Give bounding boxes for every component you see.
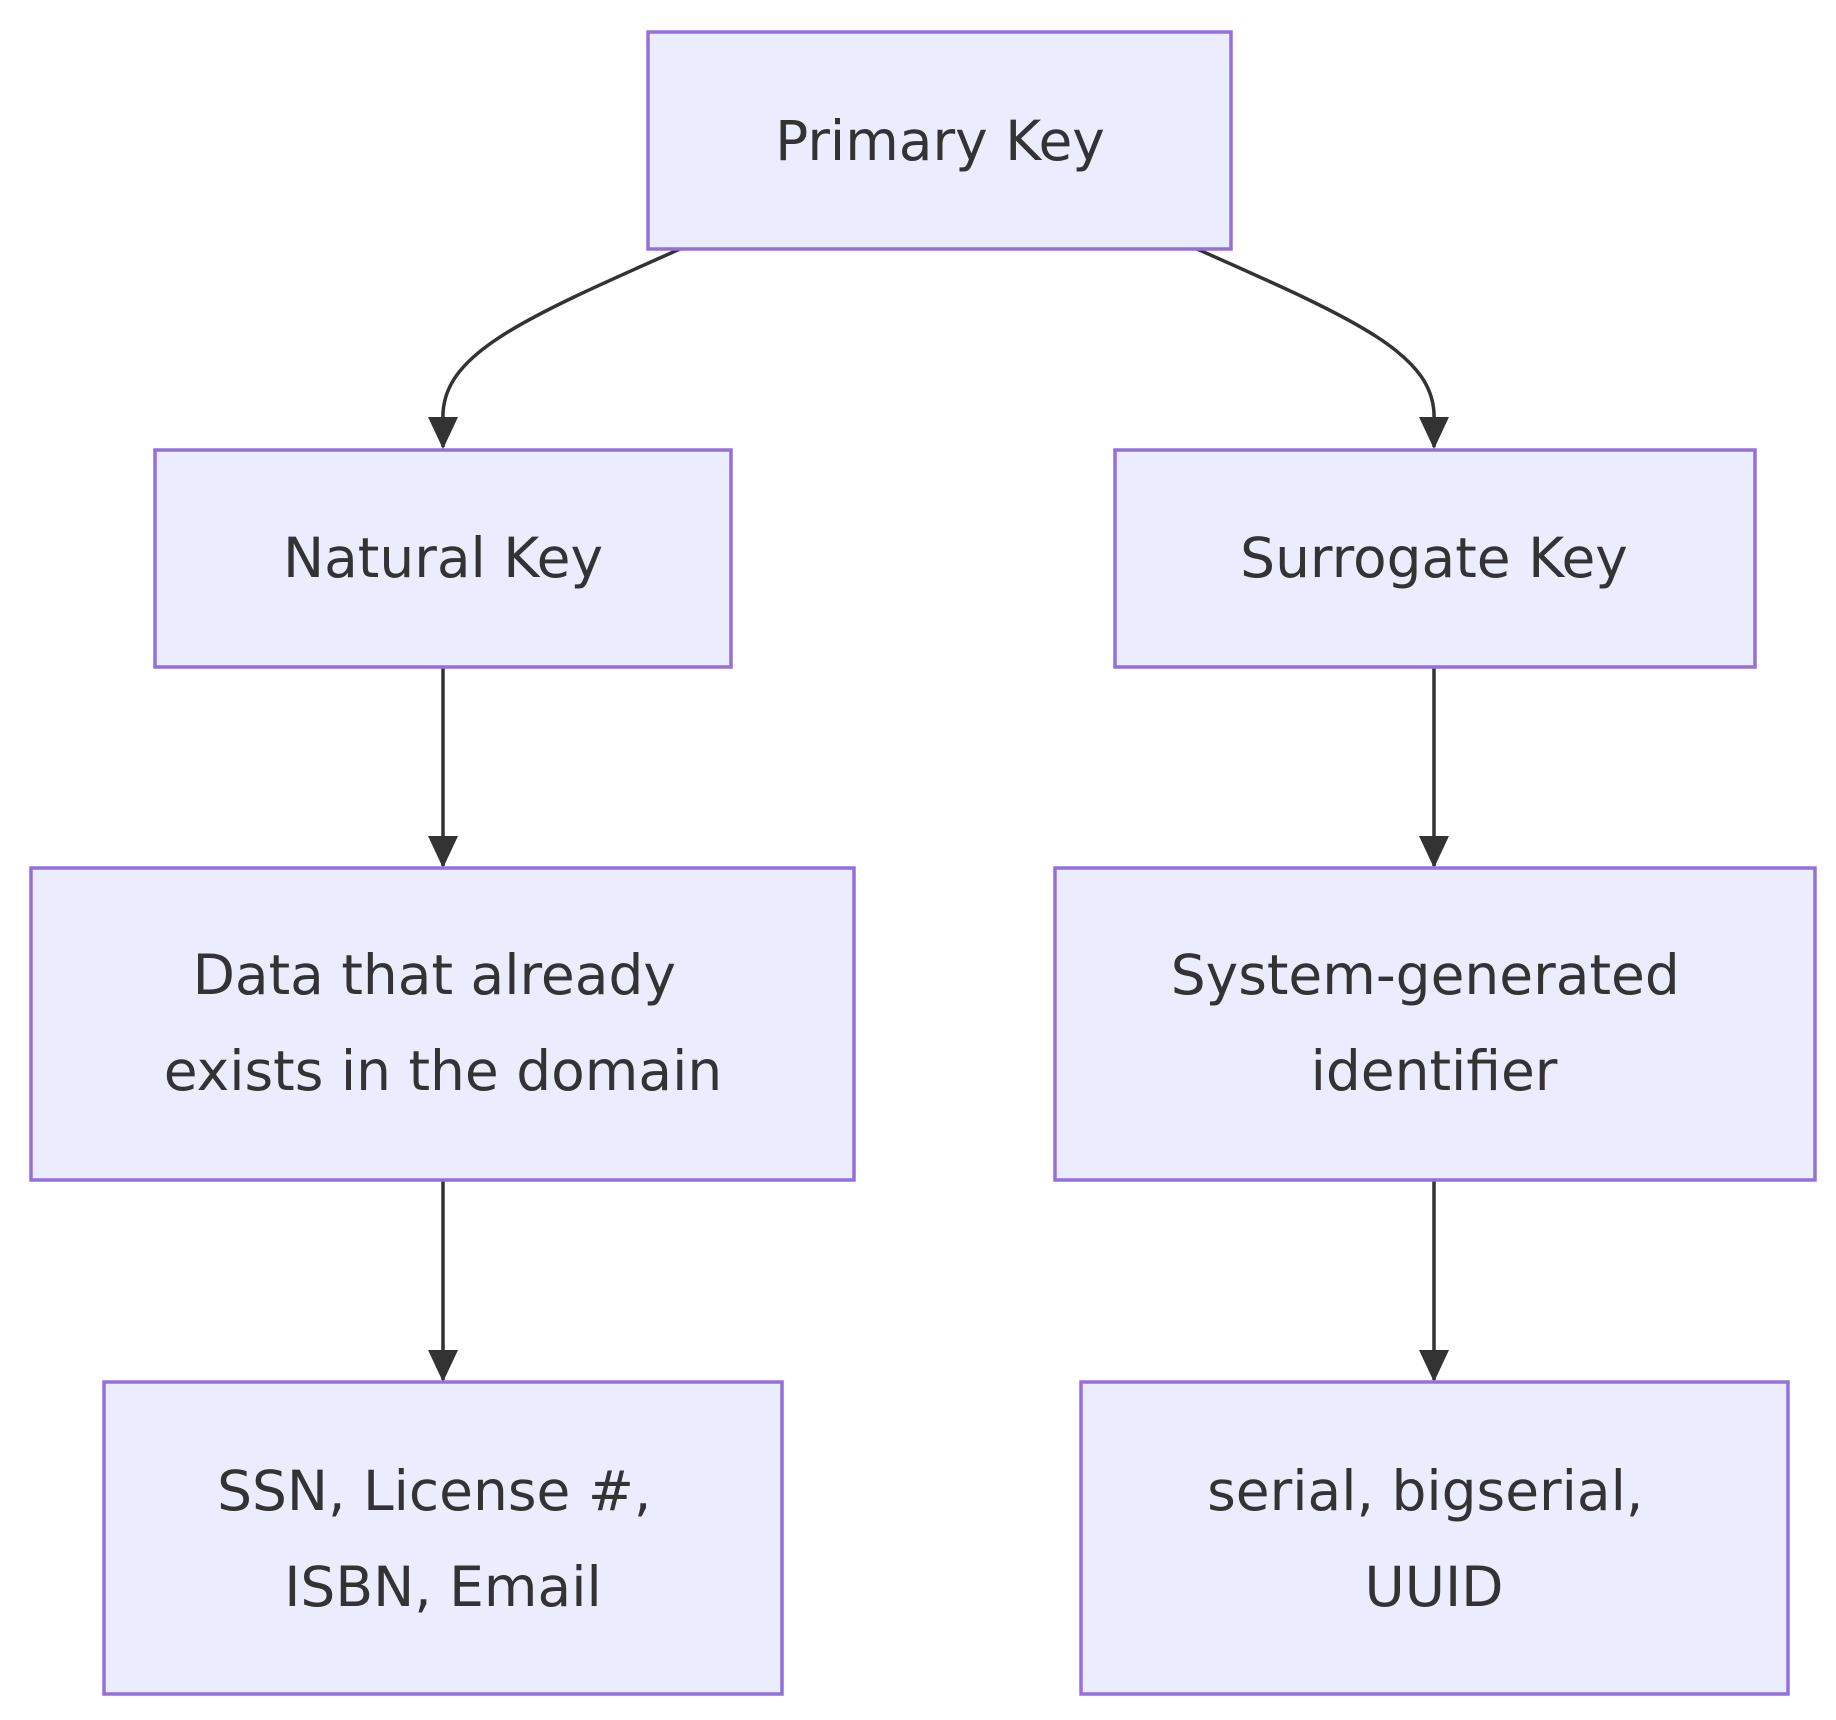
node-label: Natural Key: [283, 526, 603, 590]
node-surrogate-key: Surrogate Key: [1113, 448, 1757, 669]
node-label-line-2: exists in the domain: [164, 1039, 722, 1103]
node-label-line-1: serial, bigserial,: [1207, 1459, 1643, 1523]
node-label-line-2: UUID: [1364, 1555, 1503, 1619]
arrowhead-surrogate-description-to-examples: [1419, 1350, 1449, 1382]
arrowhead-surrogate-to-description: [1419, 836, 1449, 868]
arrowhead-primary-to-natural: [428, 417, 458, 449]
arrowhead-natural-to-description: [428, 836, 458, 868]
node-label: Surrogate Key: [1240, 526, 1628, 590]
node-label-line-2: identifier: [1311, 1039, 1558, 1103]
svg-text:Data that already exists: Data that already exists in the domain: [164, 943, 722, 1103]
arrowhead-natural-description-to-examples: [428, 1350, 458, 1382]
svg-text:Natural Key: Natural Key: [283, 526, 603, 590]
svg-text:System-generated identif: System-generated identifier: [1171, 943, 1698, 1103]
node-primary-key: Primary Key: [646, 30, 1233, 251]
svg-text:SSN, License #, ISBN, Em: SSN, License #, ISBN, Email: [217, 1459, 669, 1619]
node-label-line-1: SSN, License #,: [217, 1459, 651, 1523]
arrowhead-primary-to-surrogate: [1419, 417, 1449, 449]
node-label-line-1: System-generated: [1171, 943, 1680, 1007]
node-natural-key-examples: SSN, License #, ISBN, Email: [102, 1380, 784, 1696]
edge-primary-to-natural: [441, 247, 681, 447]
node-natural-key-description: Data that already exists in the domain: [29, 866, 856, 1182]
node-surrogate-key-description: System-generated identifier: [1053, 866, 1817, 1182]
svg-text:Primary Key: Primary Key: [775, 109, 1105, 173]
node-surrogate-key-examples: serial, bigserial, UUID: [1079, 1380, 1790, 1696]
edges: [428, 247, 1449, 1382]
node-label-line-1: Data that already: [193, 943, 676, 1007]
svg-text:serial, bigserial, UUID: serial, bigserial, UUID: [1207, 1459, 1661, 1619]
node-natural-key: Natural Key: [153, 448, 733, 669]
svg-text:Surrogate Key: Surrogate Key: [1240, 526, 1628, 590]
node-label: Primary Key: [775, 109, 1105, 173]
node-label-line-2: ISBN, Email: [284, 1555, 602, 1619]
edge-primary-to-surrogate: [1196, 247, 1436, 447]
